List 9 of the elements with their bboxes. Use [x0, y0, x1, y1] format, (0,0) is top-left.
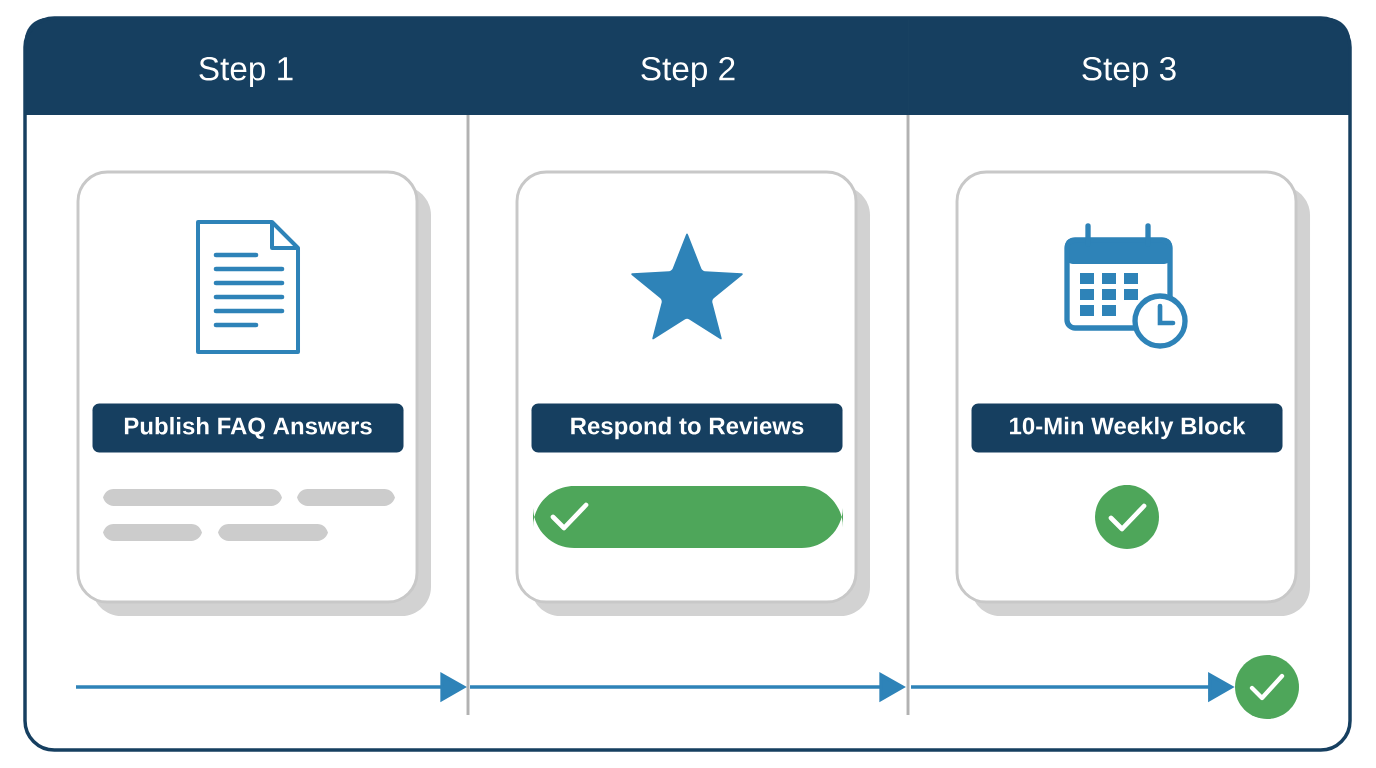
step-card: 10-Min Weekly Block — [955, 170, 1310, 616]
header-band: Step 3 — [908, 18, 1350, 115]
node-label: Step 1 — [199, 56, 293, 88]
node-label: Step 2 — [641, 56, 735, 88]
node-label: Step 3 — [1082, 56, 1176, 88]
step-card: Publish FAQ Answers — [76, 170, 431, 616]
check-circle — [1235, 655, 1299, 719]
header-band: Step 2 — [468, 18, 908, 115]
header-band: Step 1 — [25, 18, 468, 115]
